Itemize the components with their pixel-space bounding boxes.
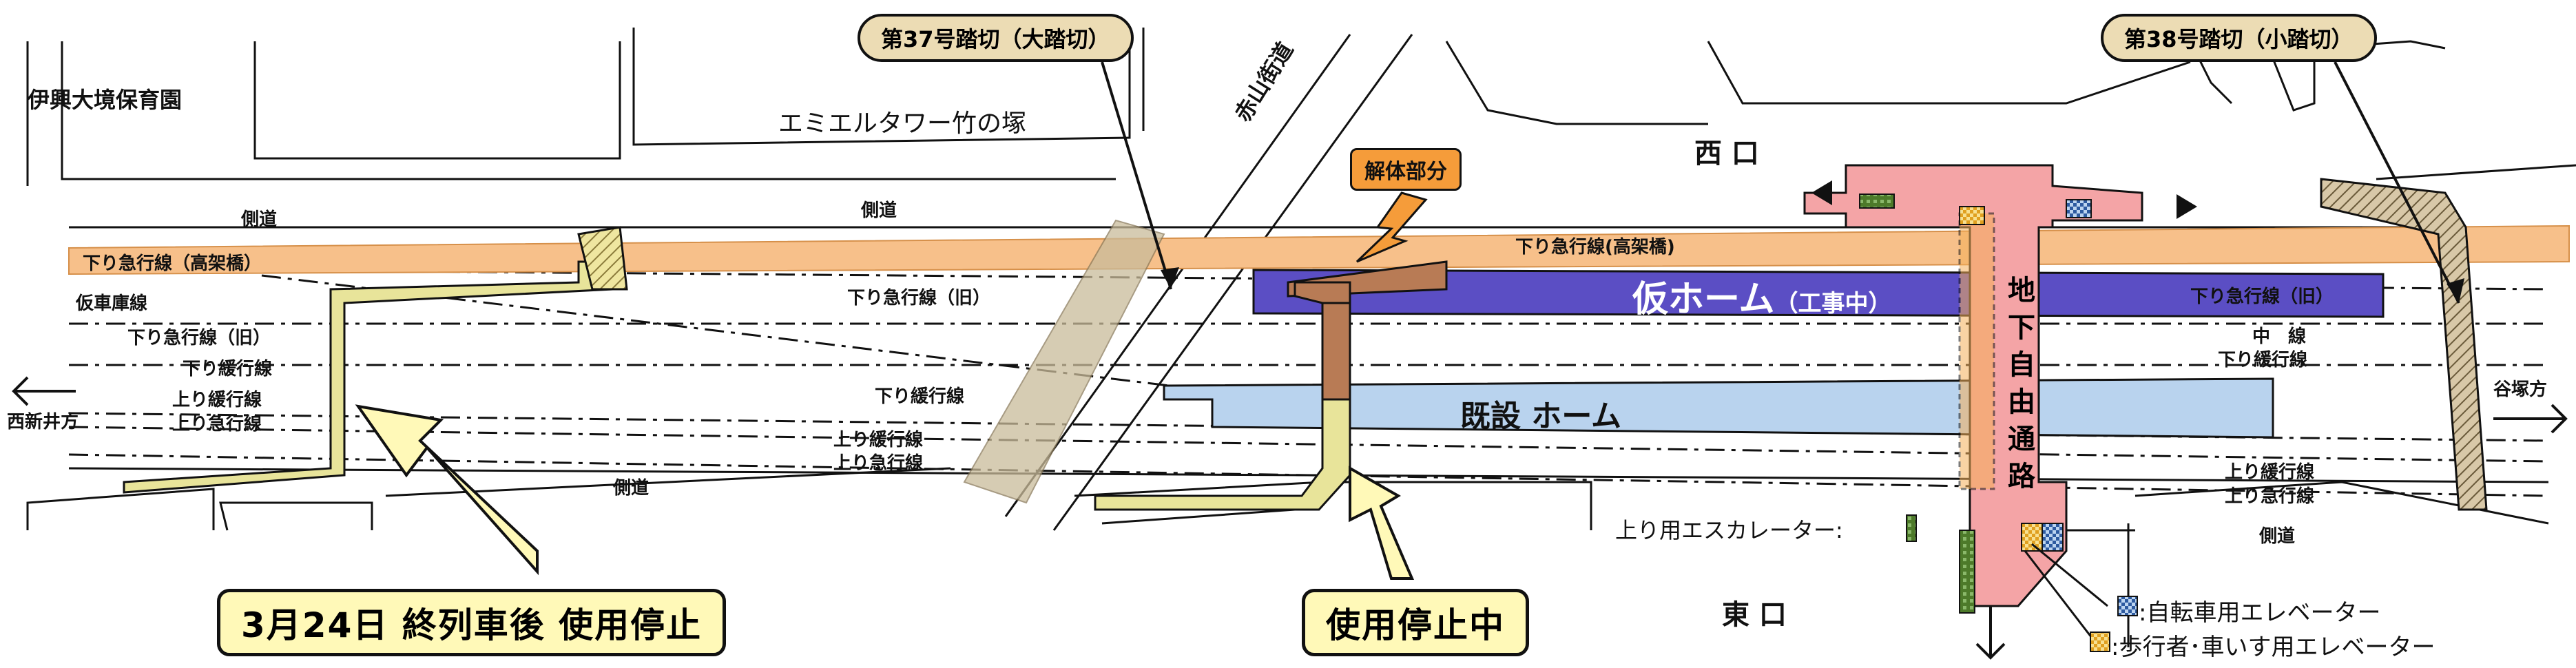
legend-bike-icon bbox=[2117, 596, 2138, 616]
sidewalk-mid-label: 側道 bbox=[861, 200, 897, 221]
callout-march-stop: 3月24日 終列車後 使用停止 bbox=[217, 589, 727, 656]
underpass-label: 地 下 自 由 通 路 bbox=[2004, 272, 2039, 495]
sidewalk-bottom-label: 側道 bbox=[613, 478, 650, 499]
underpass-shape bbox=[1803, 164, 2143, 614]
old-express-right-label: 下り急行線（旧） bbox=[2190, 286, 2334, 307]
legend-ped-label: :歩行者･車いす用エレベーター bbox=[2111, 634, 2435, 661]
underpass-char: 地 bbox=[2008, 275, 2035, 306]
temp-platform-label: 仮ホーム（工事中） bbox=[1632, 270, 1891, 322]
viaduct-band bbox=[68, 225, 2570, 275]
nursery-label: 伊興大境保育園 bbox=[28, 87, 183, 113]
express-up-mid-label: 上り急行線 bbox=[833, 453, 924, 474]
local-down-left-label: 下り緩行線 bbox=[183, 359, 273, 379]
local-down-right-label: 下り緩行線 bbox=[2218, 350, 2308, 370]
callout-arrow-center bbox=[1349, 466, 1415, 580]
underpass-char: 自 bbox=[2008, 349, 2035, 381]
street-outlines bbox=[26, 28, 2576, 647]
akayama-road bbox=[1004, 34, 1413, 531]
legend-ped-icon bbox=[2090, 632, 2110, 652]
sidewalk-left-label: 側道 bbox=[241, 209, 278, 230]
demolition-tag: 解体部分 bbox=[1350, 148, 1462, 191]
old-express-mid-label: 下り急行線（旧） bbox=[847, 288, 991, 309]
left-overpass bbox=[123, 226, 628, 494]
viaduct-right-label: 下り急行線(高架橋) bbox=[1515, 237, 1675, 258]
west-exit-arrow bbox=[1811, 180, 2197, 219]
old-express-left-label: 下り急行線（旧） bbox=[127, 328, 271, 348]
pointer-lines bbox=[1101, 61, 2460, 304]
viaduct-left-label: 下り急行線（高架橋） bbox=[83, 253, 262, 274]
crossing-37-zone bbox=[963, 219, 1165, 504]
temp-platform-title: 仮ホーム bbox=[1632, 279, 1775, 320]
demolition-arrow bbox=[1355, 191, 1428, 263]
escalator-label: 上り用エスカレーター: bbox=[1615, 517, 1843, 543]
middle-line-label: 中 線 bbox=[2252, 326, 2307, 347]
underpass-char: 由 bbox=[2008, 386, 2035, 418]
callout-stopped: 使用停止中 bbox=[1302, 589, 1529, 656]
express-up-right-label: 上り急行線 bbox=[2225, 486, 2315, 507]
escalator-marker bbox=[1906, 514, 1917, 542]
local-up-right-label: 上り緩行線 bbox=[2225, 462, 2315, 483]
existing-platform-label: 既設 ホーム bbox=[1460, 399, 1621, 434]
crossing-38-zone bbox=[2320, 178, 2488, 511]
callout-arrow-left bbox=[355, 404, 539, 576]
west-exit-label: 西 口 bbox=[1694, 138, 1759, 169]
legend-bike-label: :自転車用エレベーター bbox=[2139, 599, 2381, 627]
express-up-left-label: 上り急行線 bbox=[172, 414, 262, 435]
underpass-char: 下 bbox=[2008, 312, 2035, 344]
east-exit-label: 東 口 bbox=[1722, 599, 1787, 631]
underpass-char: 路 bbox=[2008, 461, 2035, 492]
nishiarai-label: 西新井方 bbox=[7, 412, 79, 432]
local-down-mid-label: 下り緩行線 bbox=[875, 386, 965, 407]
local-up-left-label: 上り緩行線 bbox=[172, 390, 262, 410]
yatsuka-label: 谷塚方 bbox=[2493, 379, 2548, 400]
crossing37-tag: 第37号踏切（大踏切） bbox=[858, 14, 1134, 62]
local-up-mid-label: 上り緩行線 bbox=[833, 430, 924, 450]
direction-arrows bbox=[12, 376, 2568, 660]
tower-label: エミエルタワー竹の塚 bbox=[778, 109, 1027, 138]
center-overpass bbox=[1094, 260, 1448, 511]
kari-shako-label: 仮車庫線 bbox=[76, 293, 148, 314]
sidewalk-right-label: 側道 bbox=[2259, 526, 2296, 547]
underpass-char: 通 bbox=[2008, 424, 2035, 455]
crossing38-tag: 第38号踏切（小踏切） bbox=[2101, 14, 2377, 62]
temp-platform-sub: （工事中） bbox=[1774, 290, 1892, 317]
